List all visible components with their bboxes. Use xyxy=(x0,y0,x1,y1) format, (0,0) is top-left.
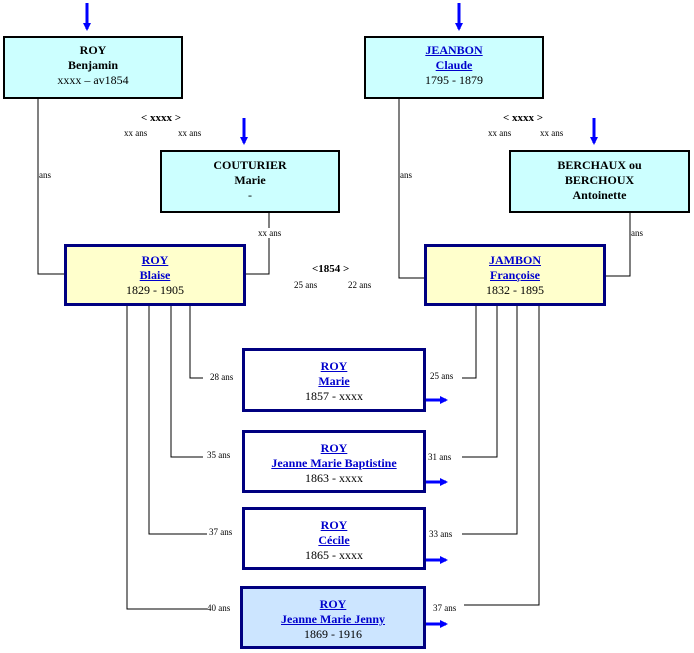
age-father-at-cecile: 37 ans xyxy=(209,527,233,537)
given-name: Marie xyxy=(234,173,266,187)
age-claude-at-francoise: ans xyxy=(400,170,412,180)
given-name-link[interactable]: Jeanne Marie Baptistine xyxy=(271,456,397,470)
life-dates: 1857 - xxxx xyxy=(305,389,363,403)
person-roy-jeanne-marie-jenny: ROY Jeanne Marie Jenny 1869 - 1916 xyxy=(240,586,426,649)
age-mother-at-marie: 25 ans xyxy=(430,371,454,381)
age-mother-at-jenny: 37 ans xyxy=(433,603,457,613)
surname: ROY xyxy=(79,43,107,57)
given-name-link[interactable]: Claude xyxy=(435,58,473,72)
person-roy-marie: ROY Marie 1857 - xxxx xyxy=(242,348,426,412)
age-father-at-marie: 28 ans xyxy=(210,372,234,382)
person-jambon-francoise: JAMBON Françoise 1832 - 1895 xyxy=(424,244,606,306)
age-couturier-at-blaise: xx ans xyxy=(258,228,282,238)
line-claude-francoise xyxy=(398,98,426,279)
person-couturier-marie: COUTURIER Marie - xyxy=(160,150,340,213)
surname: COUTURIER xyxy=(213,158,287,172)
person-jeanbon-claude: JEANBON Claude 1795 - 1879 xyxy=(364,36,544,99)
line-blaise-baptistine xyxy=(170,305,203,458)
given-name-link[interactable]: Marie xyxy=(318,374,350,388)
marriage-age-wife-center: 22 ans xyxy=(348,280,372,290)
age-father-at-jenny: 40 ans xyxy=(207,603,231,613)
line-blaise-jenny xyxy=(126,305,207,610)
marriage-age-husband-center: 25 ans xyxy=(294,280,318,290)
life-dates: 1795 - 1879 xyxy=(425,73,483,87)
surname-link[interactable]: JEANBON xyxy=(425,43,483,57)
life-dates: 1869 - 1916 xyxy=(304,627,362,641)
line-blaise-marie xyxy=(189,305,203,379)
line-benjamin-blaise xyxy=(37,98,66,275)
line-antoinette-francoise xyxy=(606,212,631,277)
line-francoise-marie xyxy=(462,305,477,379)
life-dates: 1829 - 1905 xyxy=(126,283,184,297)
age-antoinette-at-francoise: ans xyxy=(631,228,643,238)
life-dates: xxxx – av1854 xyxy=(57,73,129,87)
age-mother-at-baptistine: 31 ans xyxy=(428,452,452,462)
surname-line1: BERCHAUX ou xyxy=(557,158,642,172)
surname-link[interactable]: ROY xyxy=(319,597,347,611)
line-couturier-blaise xyxy=(245,211,270,275)
surname-link[interactable]: JAMBON xyxy=(489,253,541,267)
marriage-age-husband-left: xx ans xyxy=(124,128,148,138)
given-name: Antoinette xyxy=(572,188,627,202)
age-father-at-baptistine: 35 ans xyxy=(207,450,231,460)
life-dates: 1863 - xxxx xyxy=(305,471,363,485)
given-name-link[interactable]: Cécile xyxy=(318,533,350,547)
surname-link[interactable]: ROY xyxy=(320,441,348,455)
age-mother-at-cecile: 33 ans xyxy=(429,529,453,539)
life-dates: - xyxy=(248,188,252,202)
person-roy-jeanne-marie-baptistine: ROY Jeanne Marie Baptistine 1863 - xxxx xyxy=(242,430,426,493)
line-blaise-cecile xyxy=(148,305,207,535)
life-dates: 1832 - 1895 xyxy=(486,283,544,297)
surname-line2: BERCHOUX xyxy=(564,173,635,187)
marriage-date-right: < xxxx > xyxy=(503,112,544,124)
marriage-age-wife-left: xx ans xyxy=(178,128,202,138)
person-berchaux-antoinette: BERCHAUX ou BERCHOUX Antoinette xyxy=(509,150,690,213)
marriage-age-husband-right: xx ans xyxy=(488,128,512,138)
person-roy-blaise: ROY Blaise 1829 - 1905 xyxy=(64,244,246,306)
given-name: Benjamin xyxy=(67,58,118,72)
given-name-link[interactable]: Françoise xyxy=(490,268,540,282)
line-francoise-cecile xyxy=(462,305,518,535)
marriage-date-left: < xxxx > xyxy=(141,112,182,124)
age-benjamin-at-blaise: ans xyxy=(39,170,51,180)
person-roy-benjamin: ROY Benjamin xxxx – av1854 xyxy=(3,36,183,99)
marriage-age-wife-right: xx ans xyxy=(540,128,564,138)
line-francoise-jenny xyxy=(464,305,540,606)
life-dates: 1865 - xxxx xyxy=(305,548,363,562)
given-name-link[interactable]: Blaise xyxy=(139,268,171,282)
given-name-link[interactable]: Jeanne Marie Jenny xyxy=(281,612,385,626)
line-francoise-baptistine xyxy=(462,305,498,458)
surname-link[interactable]: ROY xyxy=(141,253,169,267)
marriage-date-center: <1854 > xyxy=(312,263,350,275)
surname-link[interactable]: ROY xyxy=(320,359,348,373)
surname-link[interactable]: ROY xyxy=(320,518,348,532)
person-roy-cecile: ROY Cécile 1865 - xxxx xyxy=(242,507,426,570)
